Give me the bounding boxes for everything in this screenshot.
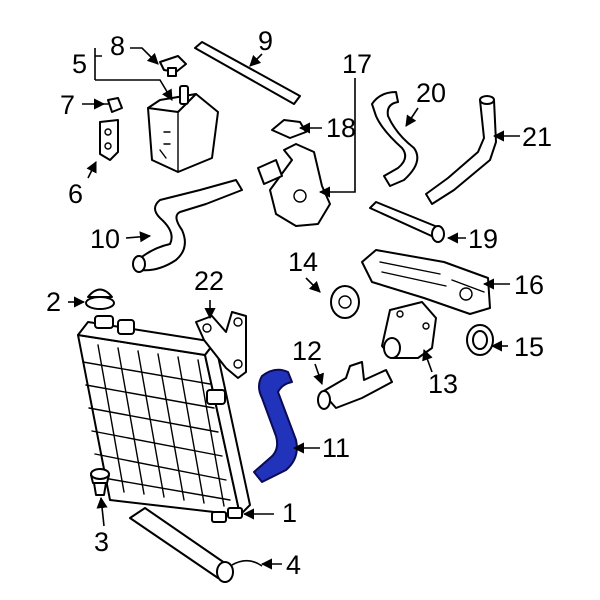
water-outlet-pipe [317,361,393,410]
callout-7: 7 [60,90,75,120]
leader-lines [68,47,520,570]
thermostat [330,285,360,319]
radiator [77,315,251,523]
coolant-reservoir [147,85,219,173]
mounting-bracket [195,311,247,379]
overflow-hose [194,41,301,105]
radiator-cap [85,288,115,310]
callout-5: 5 [72,49,87,79]
callout-15: 15 [514,332,544,362]
callout-18: 18 [326,113,356,143]
callout-8: 8 [110,31,125,61]
callout-20: 20 [416,78,446,108]
callout-10: 10 [90,224,120,254]
bracket-bolt [99,97,123,113]
curved-hose [371,91,419,187]
lower-tube [129,507,263,583]
reservoir-bracket [99,119,119,161]
callout-19: 19 [468,224,498,254]
callout-3: 3 [94,527,109,557]
pump-cap [271,119,307,139]
gasket-ring [466,324,494,356]
callout-12: 12 [292,336,322,366]
callout-11: 11 [322,433,350,463]
drain-plug [90,468,110,496]
callout-9: 9 [258,26,273,56]
heater-hose [425,95,497,205]
bypass-hose [369,201,445,243]
callout-4: 4 [286,550,301,580]
lower-radiator-hose-highlighted [253,368,298,483]
callout-14: 14 [288,247,318,277]
callout-2: 2 [46,287,61,317]
callout-13: 13 [428,369,458,399]
callout-21: 21 [522,122,552,152]
callout-1: 1 [282,498,297,528]
reservoir-cap [159,55,187,77]
thermostat-housing [381,301,437,359]
callout-22: 22 [194,266,224,296]
callout-17: 17 [342,49,372,79]
upper-hose [132,179,243,273]
water-passage [361,249,491,315]
callout-6: 6 [68,179,83,209]
callout-labels: 1 2 3 4 5 6 7 8 9 10 11 12 13 14 15 16 1… [46,26,552,580]
callout-16: 16 [514,270,544,300]
water-pump [257,143,331,227]
